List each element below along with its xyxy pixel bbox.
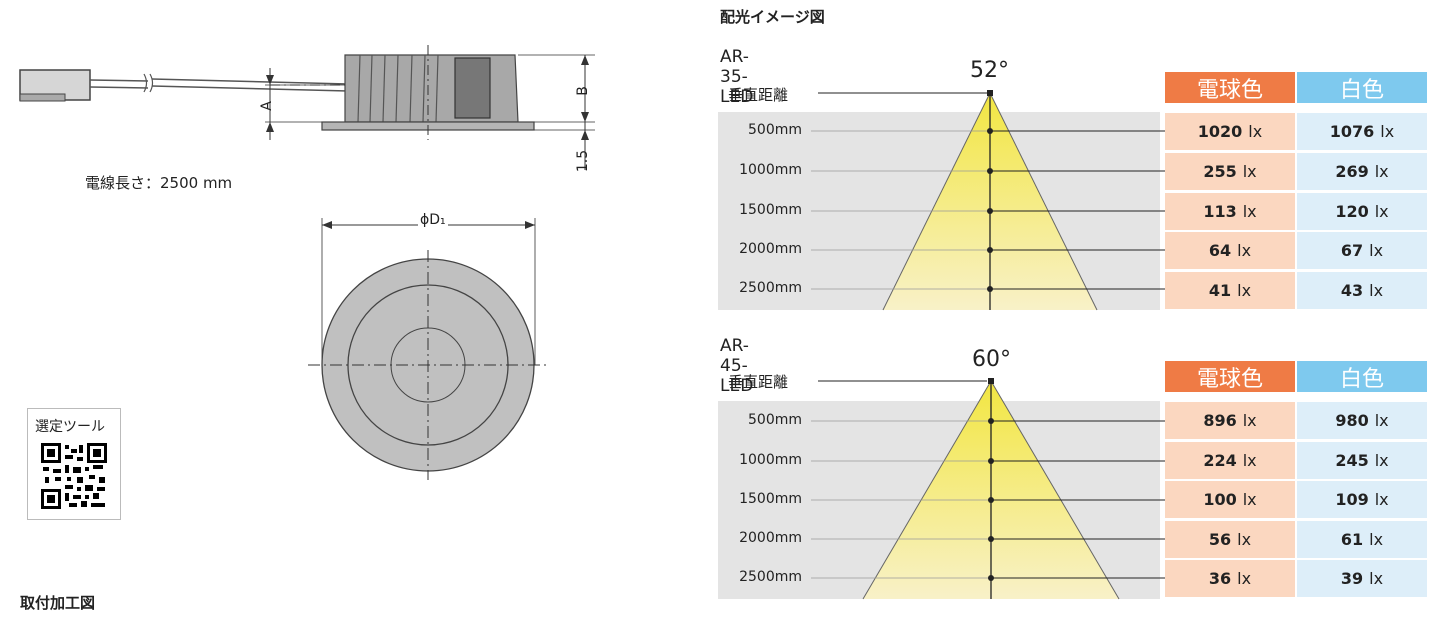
top-view-drawing (308, 218, 550, 480)
dimension-a-label: A (258, 101, 275, 111)
beam-diagram (718, 378, 1165, 600)
diameter-label: ϕD₁ (418, 212, 448, 228)
beam-angle: 52° (970, 58, 1009, 83)
distance-label: 1000mm (739, 452, 802, 468)
light-distribution-title: 配光イメージ図 (720, 8, 825, 26)
distance-label: 500mm (748, 412, 802, 428)
mounting-title: 取付加工図 (20, 594, 96, 612)
qr-label: 選定ツール (35, 419, 105, 435)
distance-label: 2000mm (739, 241, 802, 257)
distance-label: 2500mm (739, 569, 802, 585)
beam-diagram (718, 90, 1165, 311)
distance-label: 1500mm (739, 491, 802, 507)
selection-tool-qr-box[interactable]: 選定ツール (27, 408, 121, 520)
distance-label: 2000mm (739, 530, 802, 546)
distance-label: 1500mm (739, 202, 802, 218)
side-view-drawing (19, 45, 595, 170)
warm-white-header: 電球色 (1165, 361, 1295, 392)
vertical-distance-label: 垂直距離 (728, 373, 789, 391)
wire-length-text: 電線長さ：2500 mm (85, 174, 233, 192)
vertical-distance-label: 垂直距離 (728, 86, 789, 104)
warm-white-header: 電球色 (1165, 72, 1295, 103)
distance-label: 1000mm (739, 162, 802, 178)
cool-white-header: 白色 (1297, 361, 1427, 392)
distance-label: 2500mm (739, 280, 802, 296)
distance-label: 500mm (748, 122, 802, 138)
beam-angle: 60° (972, 347, 1011, 372)
dimension-b-label: B (574, 86, 591, 96)
qr-code (41, 443, 107, 509)
dimension-15-label: 1.5 (575, 149, 592, 173)
cool-white-header: 白色 (1297, 72, 1427, 103)
